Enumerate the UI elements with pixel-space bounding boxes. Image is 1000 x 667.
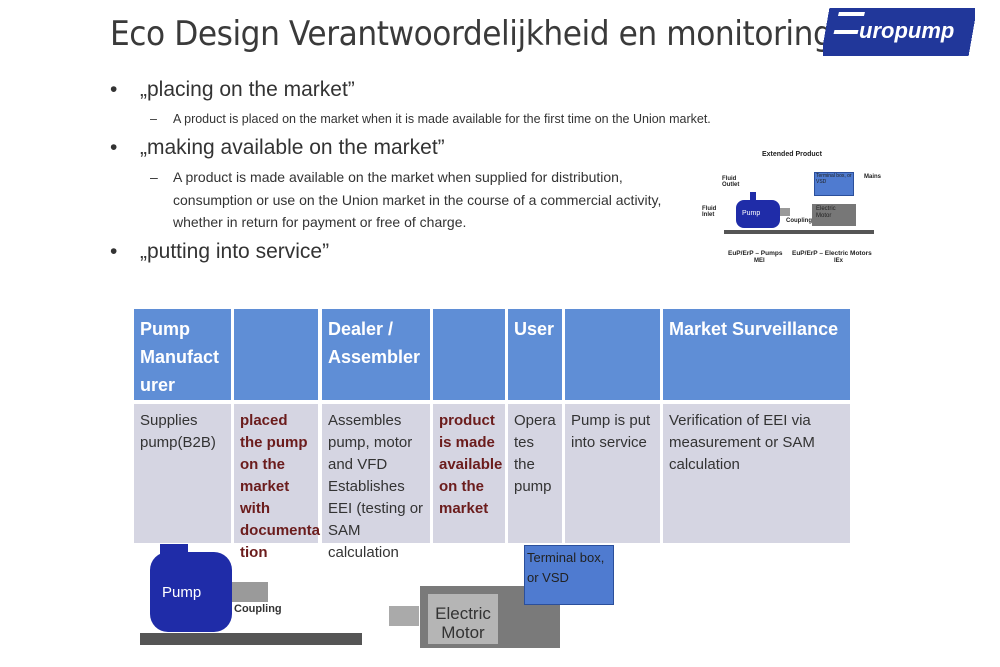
caption-iex: IEx [834,258,844,264]
diagram-motor-label: Electric Motor [816,206,836,219]
cell-operates-pump: Opera tes the pump [508,404,562,543]
pump-label: Pump [162,584,202,601]
cell-supplies-pump: Supplies pump(B2B) [134,404,231,543]
caption-pumps: EuP/ErP – Pumps [728,250,783,257]
terminal-box-image [524,545,614,605]
bullet-marker: • [110,240,118,263]
motor-label-plate [428,594,498,644]
logo-text: uropump [859,18,955,43]
electric-motor-shape [812,204,856,226]
header-empty-1 [234,309,318,400]
fluid-inlet-label: Fluid Inlet [702,206,717,218]
cell-made-available: product is made available on the market [433,404,505,543]
cell-put-into-service: Pump is put into service [565,404,660,543]
fluid-outlet-label: Fluid Outlet [722,176,740,188]
pump-image [150,552,232,632]
mains-label: Mains [864,174,882,180]
bullet-marker: • [110,136,118,159]
diagram-pump-label: Pump [742,210,761,217]
motor-shaft [389,606,419,626]
sub-bullet-text: A product is made available on the marke… [173,169,662,230]
bullet-text: „placing on the market” [140,78,355,101]
pump-base-plate [140,633,362,645]
pump-shape [736,200,780,228]
diagram-terminal-box-label: Terminal box, or VSD [816,173,852,185]
sub-bullet-marker: – [150,112,157,126]
coupling-label: Coupling [234,603,282,615]
slide-title: Eco Design Verantwoordelijkheid en monit… [110,14,833,54]
header-empty-2 [433,309,505,400]
header-market-surveillance: Market Surveillance [663,309,850,400]
cell-placed-on-market: placed the pump on the market with docum… [234,404,320,561]
motor-label-line2: Motor [441,623,485,642]
header-user: User [508,309,562,400]
europump-logo: uropump [823,8,975,60]
diagram-base [724,230,874,234]
cell-verification-eei: Verification of EEI via measurement or S… [663,404,850,543]
bullet-text: „making available on the market” [140,136,445,159]
bullet-marker: • [110,78,118,101]
motor-label: Electric Motor [432,604,494,642]
coupling-shape [780,208,790,216]
coupling-image [232,582,268,602]
cell-assembles-pump: Assembles pump, motor and VFD Establishe… [322,404,430,561]
bullet-text: „putting into service” [140,240,330,263]
caption-mei: MEI [754,258,765,264]
sub-bullet-marker: – [150,169,158,185]
diagram-title: Extended Product [762,151,822,158]
motor-label-line1: Electric [435,604,491,623]
diagram-coupling-label: Coupling [786,218,812,224]
extended-product-diagram: Extended Product Fluid Outlet Fluid Inle… [700,148,890,264]
header-pump-manufacturer: Pump Manufact urer [134,309,231,400]
sub-bullet-text: A product is placed on the market when i… [173,112,711,126]
header-empty-3 [565,309,660,400]
header-dealer-assembler: Dealer / Assembler [322,309,430,400]
terminal-box-label: Terminal box, or VSD [527,550,605,585]
pump-outlet-shape [750,192,756,200]
terminal-box-shape [814,172,854,196]
caption-motors: EuP/ErP – Electric Motors [792,250,872,257]
